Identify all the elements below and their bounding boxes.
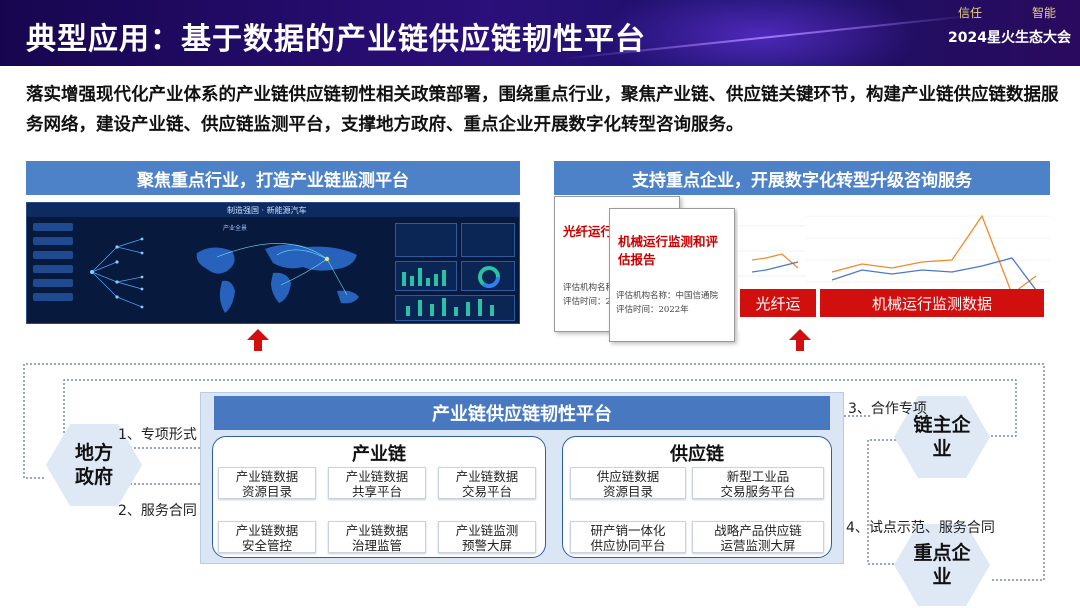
local-government-label: 地方政府 (74, 442, 113, 488)
industry-chain-item[interactable]: 产业链数据安全管控 (218, 521, 316, 553)
industry-chain-item[interactable]: 产业链数据交易平台 (438, 467, 536, 499)
right-section-banner: 支持重点企业，开展数字化转型升级咨询服务 (554, 161, 1050, 195)
dashboard-tab: 产业全景 (223, 225, 248, 232)
event-logo: 信任 智能 2024星火生态大会 (948, 4, 1071, 47)
fiber-report-meta-2: 评估时间：20 (563, 297, 617, 307)
key-enterprise-node: 重点企业 (894, 524, 990, 606)
left-section-banner: 聚焦重点行业，打造产业链监测平台 (26, 161, 520, 195)
machinery-report-title: 机械运行监测和评估报告 (618, 234, 719, 267)
supply-chain-item[interactable]: 供应链数据资源目录 (570, 467, 686, 499)
machinery-report-meta-2: 评估时间：2022年 (616, 305, 689, 315)
supply-chain-item[interactable]: 研产销一体化供应协同平台 (570, 521, 686, 553)
industry-chain-item[interactable]: 产业链数据治理监管 (328, 521, 426, 553)
fiber-data-label: 光纤运 (740, 289, 816, 317)
note-service-contract: 2、服务合同 (118, 503, 197, 519)
dashboard-panel-4 (461, 261, 515, 291)
industry-chain-item[interactable]: 产业链监测预警大屏 (438, 521, 536, 553)
key-enterprise-label: 重点企业 (913, 542, 971, 588)
header-bar: 典型应用：基于数据的产业链供应链韧性平台 信任 智能 2024星火生态大会 (0, 0, 1080, 66)
page-title: 典型应用：基于数据的产业链供应链韧性平台 (26, 22, 646, 57)
header-glow (600, 0, 920, 66)
dashboard-sidebar (33, 223, 73, 307)
event-tag-smart: 智能 (1031, 6, 1056, 20)
machinery-data-label: 机械运行监测数据 (820, 289, 1044, 317)
supply-chain-item[interactable]: 战略产品供应链运营监测大屏 (692, 521, 824, 553)
up-arrow-icon (789, 329, 811, 351)
industry-chain-item[interactable]: 产业链数据共享平台 (328, 467, 426, 499)
chain-leader-label: 链主企业 (913, 414, 971, 460)
dashboard-title: 制造强国 · 新能源汽车 (227, 206, 307, 215)
event-name: 2024星火生态大会 (948, 30, 1071, 46)
fiber-report-meta-1: 评估机构名称 (563, 283, 615, 293)
dashboard-panel-1 (395, 223, 457, 257)
industry-chain-title: 产业链 (352, 444, 406, 465)
note-pilot-demo: 4、试点示范、服务合同 (846, 520, 995, 536)
intro-paragraph: 落实增强现代化产业体系的产业链供应链韧性相关政策部署，围绕重点行业，聚焦产业链、… (26, 85, 1059, 135)
dashboard-topbar (27, 203, 519, 217)
monitoring-dashboard-image: 制造强国 · 新能源汽车 产业全景 (26, 202, 520, 324)
supply-chain-title: 供应链 (670, 444, 724, 465)
machinery-report-document: 机械运行监测和评估报告 评估机构名称：中国信通院 评估时间：2022年 (609, 208, 735, 342)
note-cooperation-project: 3、合作专项 (848, 401, 927, 417)
note-special-project: 1、专项形式 (118, 427, 197, 443)
dashboard-panel-2 (461, 223, 515, 257)
dashboard-panel-5 (395, 295, 515, 321)
world-map-graphic (196, 243, 359, 313)
industry-chain-item[interactable]: 产业链数据资源目录 (218, 467, 316, 499)
machinery-report-meta-1: 评估机构名称：中国信通院 (616, 291, 719, 301)
platform-title: 产业链供应链韧性平台 (214, 396, 830, 430)
up-arrow-icon (247, 329, 269, 351)
dashboard-tree-graphic (90, 237, 144, 309)
supply-chain-item[interactable]: 新型工业品交易服务平台 (692, 467, 824, 499)
donut-chart-graphic (478, 266, 500, 288)
event-tag-trust: 信任 (958, 6, 983, 20)
dashboard-panel-3 (395, 261, 457, 291)
